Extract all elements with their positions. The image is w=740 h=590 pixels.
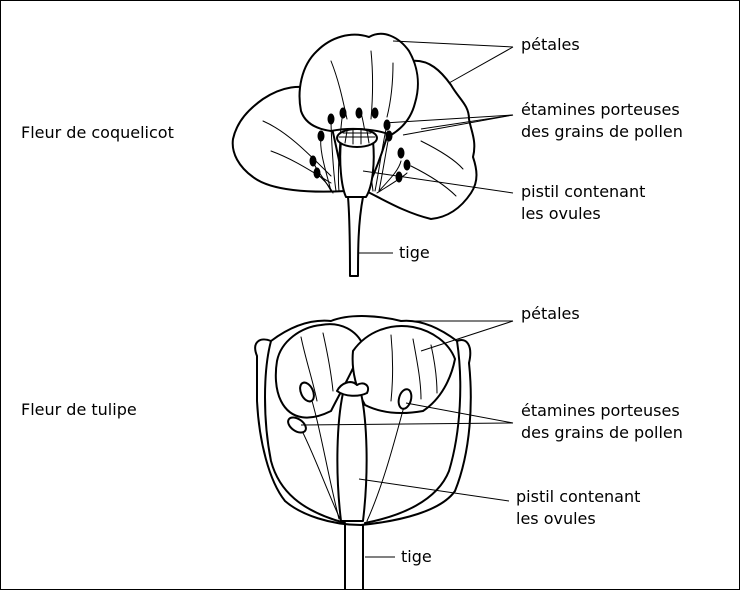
tulip-illustration [254, 315, 472, 589]
tulip-petal-left [274, 323, 364, 419]
poppy-stamens-label-line2: des grains de pollen [521, 122, 683, 141]
tulip-pistil-label-line2: les ovules [516, 509, 596, 528]
poppy-stem-label: tige [399, 243, 430, 262]
poppy-title: Fleur de coquelicot [21, 123, 174, 142]
poppy-pistil [339, 140, 375, 198]
poppy-leaders [359, 40, 514, 254]
tulip-pistil [336, 392, 368, 522]
tulip-petals-label: pétales [521, 304, 580, 323]
poppy-pistil-label-line1: pistil contenant [521, 182, 646, 201]
poppy-stamens-label-line1: étamines porteuses [521, 100, 680, 119]
tulip-pistil-label-line1: pistil contenant [516, 487, 641, 506]
poppy-illustration [231, 32, 478, 277]
tulip-stem [344, 522, 364, 589]
tulip-leaders [300, 320, 514, 558]
tulip-stamens-label-line2: des grains de pollen [521, 423, 683, 442]
tulip-stamens [298, 390, 406, 522]
poppy-stem [347, 196, 364, 277]
tulip-stem-label: tige [401, 547, 432, 566]
tulip-title: Fleur de tulipe [21, 400, 137, 419]
poppy-anthers [309, 107, 411, 183]
tulip-stamens-label-line1: étamines porteuses [521, 401, 680, 420]
poppy-petals-label: pétales [521, 35, 580, 54]
poppy-petal-front [298, 32, 419, 136]
poppy-pistil-label-line2: les ovules [521, 204, 601, 223]
